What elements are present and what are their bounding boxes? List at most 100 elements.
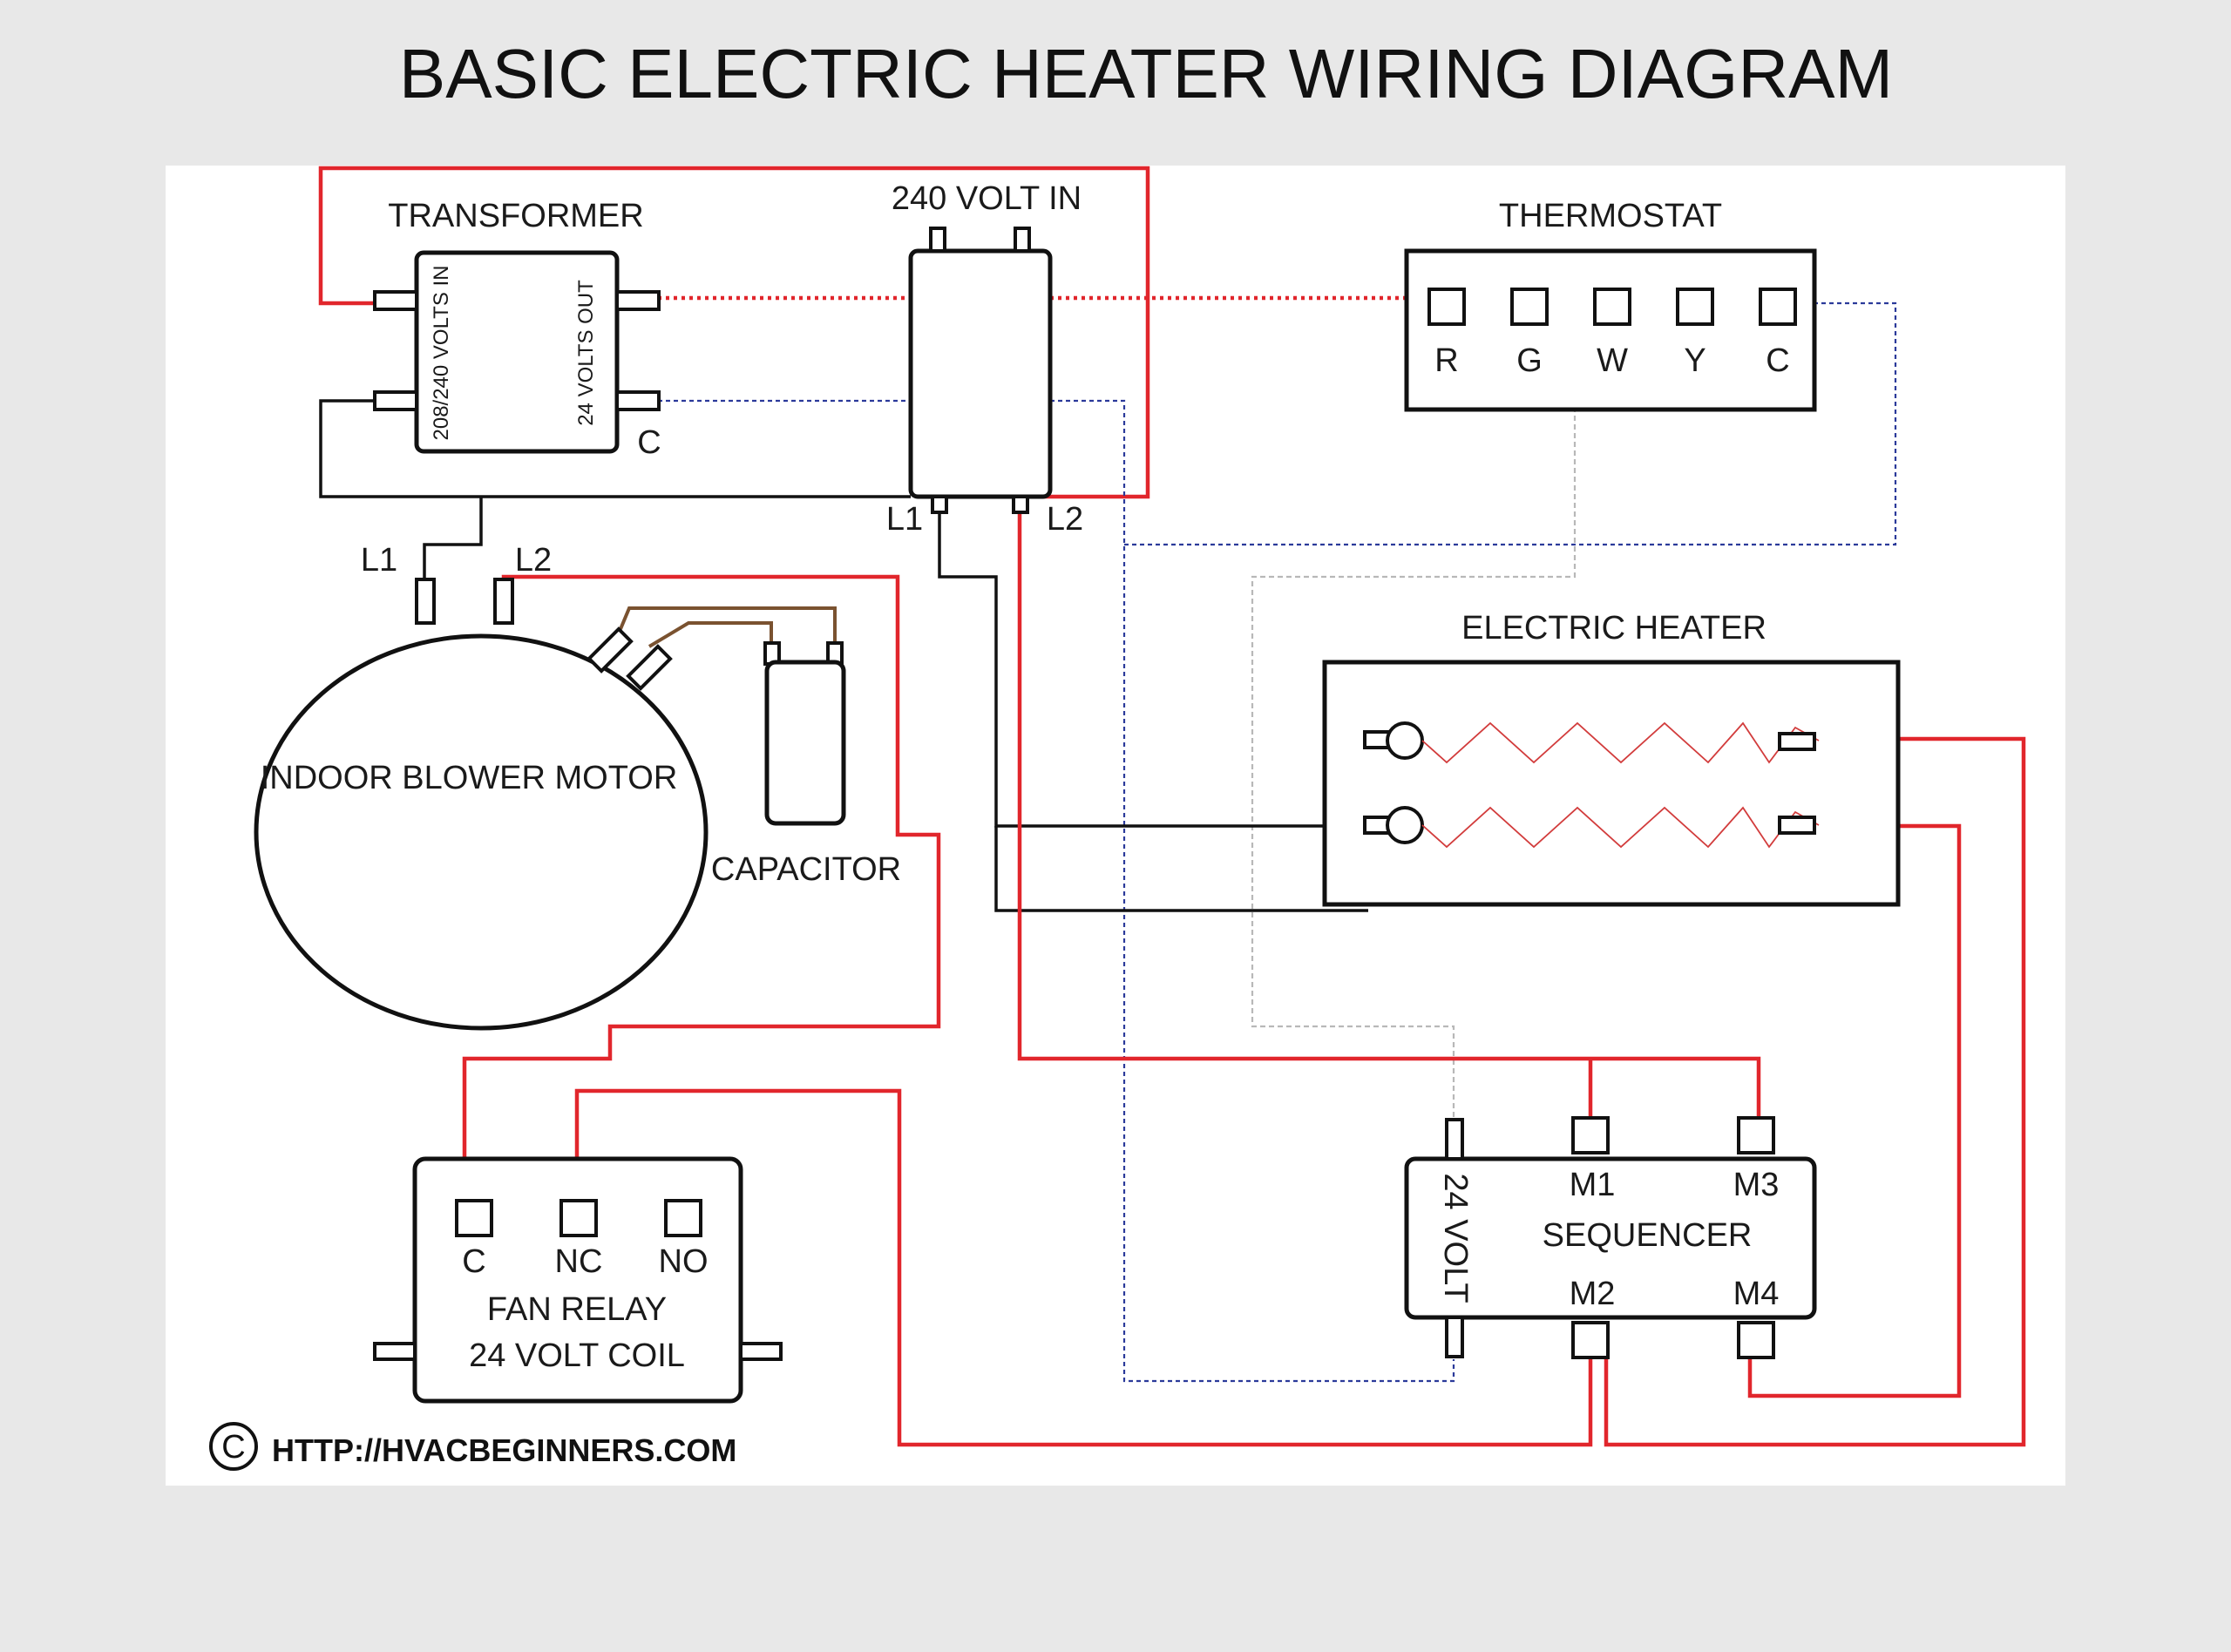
capacitor-label: CAPACITOR xyxy=(711,851,901,888)
heater-element-2-terminal-right[interactable] xyxy=(1778,816,1816,835)
fan-relay-terminal-c-label: C xyxy=(462,1243,485,1280)
thermostat-terminal-g-square[interactable] xyxy=(1510,288,1549,326)
thermostat-terminal-w-label: W xyxy=(1597,342,1628,379)
fan-relay: C NC NO FAN RELAY 24 VOLT COIL xyxy=(373,1156,783,1404)
motor-l1-label: L1 xyxy=(361,542,397,579)
fan-relay-terminal-no[interactable]: NO xyxy=(659,1199,709,1280)
fan-relay-terminal-c-square[interactable] xyxy=(455,1199,493,1237)
thermostat-terminal-c-square[interactable] xyxy=(1759,288,1797,326)
wire-l1-to-heater-2 xyxy=(994,826,1368,912)
supply-label: 240 VOLT IN xyxy=(892,180,1082,217)
transformer-in-label: 208/240 VOLTS IN xyxy=(430,266,453,441)
page-title: BASIC ELECTRIC HEATER WIRING DIAGRAM xyxy=(399,35,1893,112)
supply-top-terminal-1[interactable] xyxy=(929,227,946,253)
wire-transformer-l1-bus xyxy=(319,399,911,498)
supply-terminal-l2[interactable] xyxy=(1012,495,1029,514)
fan-relay-terminal-no-square[interactable] xyxy=(664,1199,702,1237)
heater-element-2-terminal-left[interactable] xyxy=(1363,816,1391,835)
sequencer-m3-label: M3 xyxy=(1733,1167,1780,1203)
motor-label: INDOOR BLOWER MOTOR xyxy=(261,760,678,796)
motor-terminal-l1[interactable] xyxy=(415,578,436,625)
blower-motor: L1 L2 INDOOR BLOWER MOTOR xyxy=(254,542,709,1031)
wire-l2-to-sequencer xyxy=(1017,504,1761,1118)
sequencer-coil-terminal-top[interactable] xyxy=(1445,1118,1464,1161)
thermostat-terminal-g-label: G xyxy=(1516,342,1543,379)
transformer-common-label: C xyxy=(637,424,661,461)
heater-element-2-coil xyxy=(1421,806,1820,849)
footer-url[interactable]: HTTP://HVACBEGINNERS.COM xyxy=(272,1432,736,1468)
electric-heater: ELECTRIC HEATER xyxy=(1322,610,1901,907)
thermostat-label: THERMOSTAT xyxy=(1499,198,1722,234)
wire-heater-to-m4 xyxy=(1747,823,1962,1398)
sequencer-label: SEQUENCER xyxy=(1543,1217,1753,1254)
fan-relay-terminal-nc[interactable]: NC xyxy=(555,1199,603,1280)
supply-top-terminal-2[interactable] xyxy=(1014,227,1031,253)
sequencer-m2-label: M2 xyxy=(1570,1276,1616,1312)
motor-body xyxy=(254,633,709,1031)
motor-cap-terminal-2[interactable] xyxy=(626,644,673,691)
wire-bus-to-motor-l1 xyxy=(423,497,483,579)
thermostat-terminal-y[interactable]: Y xyxy=(1676,288,1714,379)
copyright-letter: C xyxy=(221,1429,245,1466)
wire-motor-l2-to-relay-c xyxy=(462,574,941,1202)
sequencer-coil-label: 24 VOLT xyxy=(1437,1173,1474,1303)
transformer-terminal-in-1[interactable] xyxy=(373,290,418,311)
fan-relay-body xyxy=(412,1156,743,1404)
capacitor: CAPACITOR xyxy=(711,641,901,888)
copyright-icon xyxy=(209,1422,258,1471)
sequencer-terminal-m2[interactable] xyxy=(1571,1321,1610,1359)
wire-heater-to-m2 xyxy=(1604,736,2026,1447)
fan-relay-terminal-c[interactable]: C xyxy=(455,1199,493,1280)
sequencer-terminal-m4[interactable] xyxy=(1737,1321,1775,1359)
fan-relay-coil-terminal-right[interactable] xyxy=(739,1342,783,1361)
fan-relay-terminal-nc-label: NC xyxy=(555,1243,603,1280)
thermostat-body xyxy=(1404,248,1817,412)
wire-l1-to-heater xyxy=(938,504,1368,828)
sequencer: M1 M3 M2 M4 SEQUENCER 24 VOLT xyxy=(1404,1116,1817,1359)
thermostat-terminal-r-square[interactable] xyxy=(1427,288,1466,326)
fan-relay-terminal-nc-square[interactable] xyxy=(559,1199,598,1237)
wires xyxy=(318,166,2026,1447)
thermostat-terminal-y-label: Y xyxy=(1684,342,1705,379)
supply-l1-label: L1 xyxy=(886,501,923,538)
sequencer-terminal-m1[interactable] xyxy=(1571,1116,1610,1154)
thermostat-terminal-w-square[interactable] xyxy=(1593,288,1631,326)
supply-body xyxy=(908,248,1053,499)
thermostat-terminal-w[interactable]: W xyxy=(1593,288,1631,379)
supply-terminal-l1[interactable] xyxy=(931,495,948,514)
supply-block: 240 VOLT IN L1 L2 xyxy=(886,180,1083,538)
sequencer-m1-label: M1 xyxy=(1570,1167,1616,1203)
thermostat: THERMOSTAT R G W Y C xyxy=(1404,198,1817,412)
wire-capacitor-lead-1 xyxy=(619,606,837,647)
thermostat-terminal-r-label: R xyxy=(1434,342,1458,379)
wire-relay-nc-to-m2 xyxy=(574,1088,1593,1447)
sequencer-coil-terminal-bottom[interactable] xyxy=(1445,1316,1464,1358)
thermostat-terminal-y-square[interactable] xyxy=(1676,288,1714,326)
fan-relay-coil-terminal-left[interactable] xyxy=(373,1342,417,1361)
transformer-out-label: 24 VOLTS OUT xyxy=(574,280,598,426)
thermostat-terminal-c-label: C xyxy=(1766,342,1789,379)
motor-l2-label: L2 xyxy=(515,542,552,579)
heater-element-1-terminal-right[interactable] xyxy=(1778,732,1816,751)
thermostat-terminal-g[interactable]: G xyxy=(1510,288,1549,379)
wire-common-to-sequencer xyxy=(658,399,1455,1383)
heater-body xyxy=(1322,660,1901,907)
thermostat-terminal-c[interactable]: C xyxy=(1759,288,1797,379)
motor-terminal-l2[interactable] xyxy=(493,578,514,625)
wire-common-to-thermostat-c xyxy=(1124,301,1897,546)
footer: C HTTP://HVACBEGINNERS.COM xyxy=(209,1422,736,1471)
sequencer-m4-label: M4 xyxy=(1733,1276,1780,1312)
transformer-terminal-out-1[interactable] xyxy=(615,290,661,311)
heater-element-1-terminal-left[interactable] xyxy=(1363,730,1391,749)
thermostat-terminal-r[interactable]: R xyxy=(1427,288,1466,379)
sequencer-terminal-m3[interactable] xyxy=(1737,1116,1775,1154)
motor-cap-terminal-1[interactable] xyxy=(587,626,634,674)
transformer-terminal-out-2[interactable] xyxy=(615,390,661,411)
transformer: TRANSFORMER 208/240 VOLTS IN 24 VOLTS OU… xyxy=(373,198,661,461)
fan-relay-coil-label: 24 VOLT COIL xyxy=(469,1337,685,1374)
heater-element-2-limit xyxy=(1386,806,1424,844)
wire-supply-l2-to-transformer xyxy=(318,166,1150,499)
transformer-terminal-in-2[interactable] xyxy=(373,390,418,411)
capacitor-body xyxy=(764,660,846,826)
